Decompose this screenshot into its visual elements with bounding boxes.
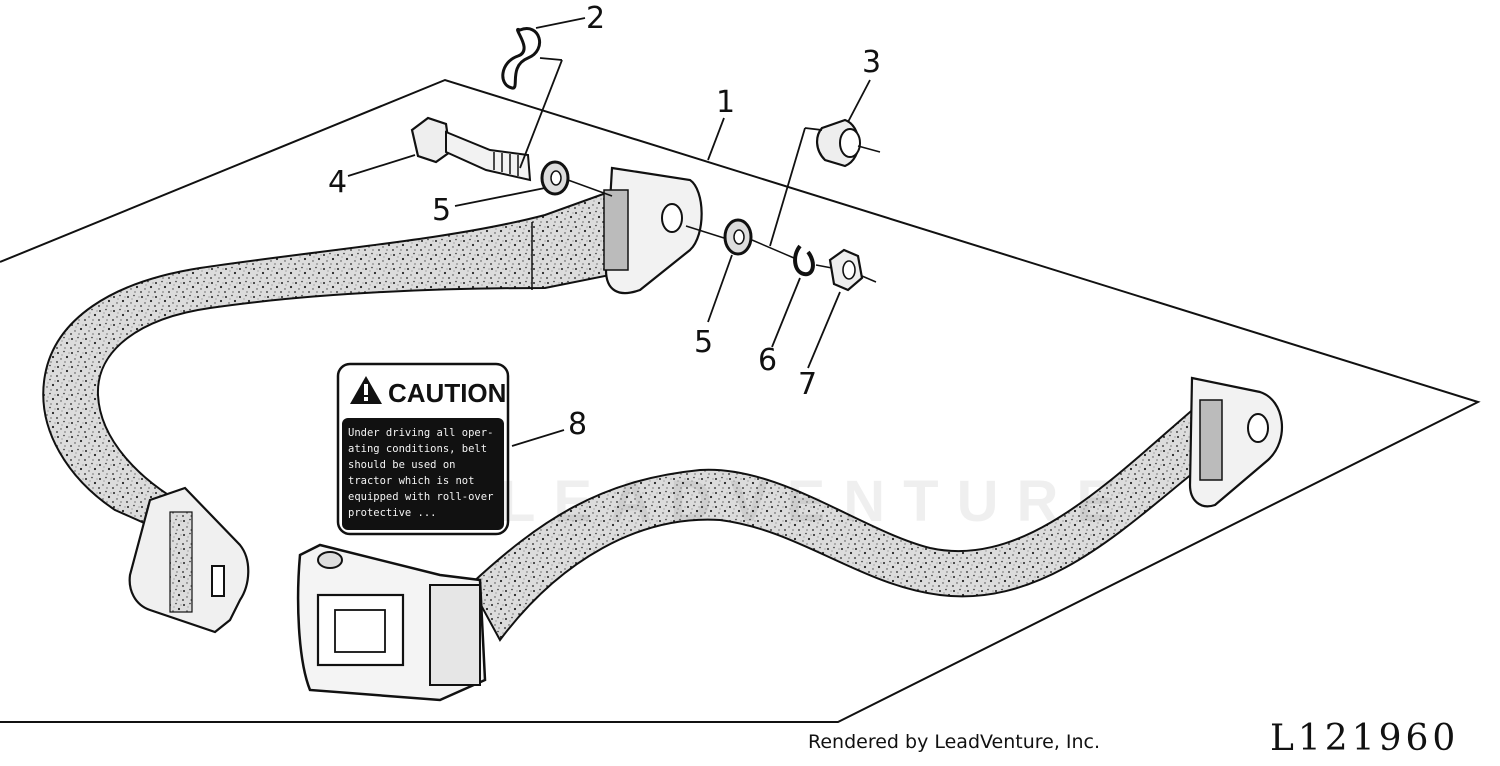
callout-1-label: 1 [716, 85, 735, 120]
spacer [816, 118, 861, 168]
callout-4-label: 4 [328, 165, 347, 200]
decal-line-4: tractor which is not [348, 475, 474, 487]
lock-washer [793, 244, 815, 277]
callout-2-label: 2 [586, 1, 605, 36]
buckle-latch [296, 543, 487, 702]
render-credit: Rendered by LeadVenture, Inc. [808, 731, 1101, 753]
buckle-tongue [128, 486, 250, 634]
lower-anchor-plate [1188, 376, 1283, 508]
callout-6-label: 6 [758, 343, 777, 378]
decal-line-3: should be used on [348, 459, 455, 471]
leadventure-watermark: LEADVENTURE [500, 469, 1134, 534]
seat-belt-left-strap [42, 186, 627, 532]
spring-locking-pin [501, 27, 541, 90]
callout-7-label: 7 [798, 367, 817, 402]
caution-decal: CAUTION Under driving all oper- ating co… [336, 362, 510, 536]
washer-upper [540, 160, 570, 196]
callout-3-label: 3 [862, 45, 881, 80]
decal-line-5: equipped with roll-over [348, 491, 493, 503]
washer-lower [723, 218, 753, 256]
callout-5-lower-label: 5 [694, 325, 713, 360]
assembly-lines [567, 145, 881, 283]
decal-line-6: protective ... [348, 507, 437, 519]
decal-heading: CAUTION [388, 378, 506, 408]
leader-lines [347, 17, 871, 447]
callout-8-label: 8 [568, 407, 587, 442]
upper-anchor-plate [603, 166, 703, 295]
figure-id-label: L121960 [1270, 718, 1460, 759]
seat-panel-outline [0, 78, 1481, 723]
bolt [410, 116, 532, 182]
decal-line-1: Under driving all oper- [348, 427, 493, 439]
warning-triangle-icon [350, 376, 382, 404]
callout-5-upper-label: 5 [432, 193, 451, 228]
hex-nut [828, 248, 864, 292]
decal-line-2: ating conditions, belt [348, 443, 487, 455]
